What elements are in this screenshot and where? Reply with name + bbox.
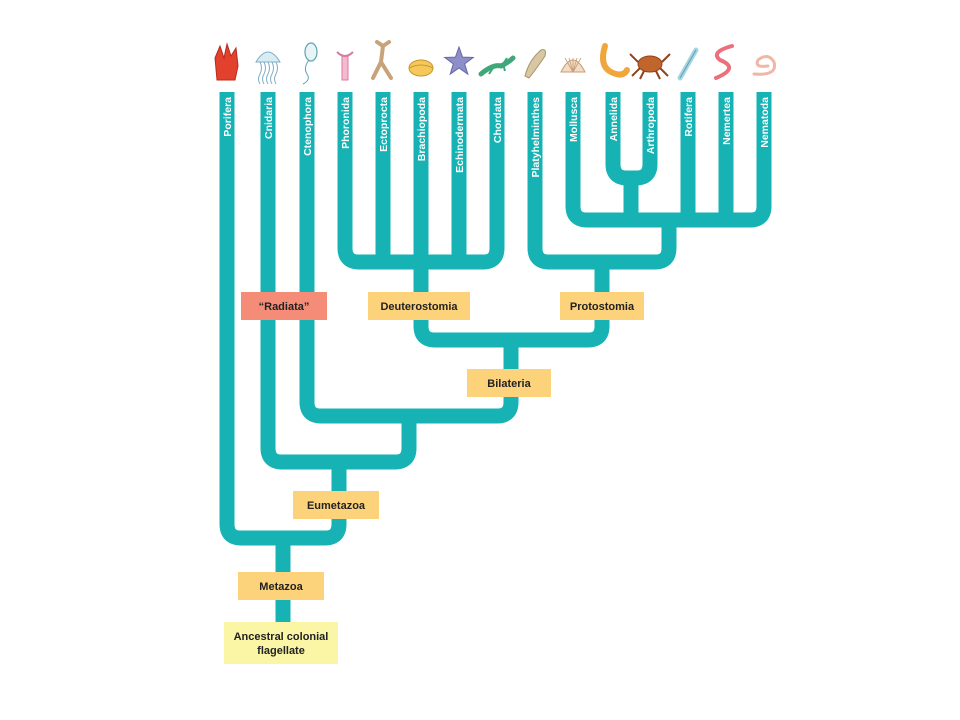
taxon-label-ctenophora: Ctenophora	[302, 97, 314, 156]
lizard-icon	[478, 55, 516, 77]
taxon-label-annelida: Annelida	[608, 97, 620, 141]
taxon-label-brachiopoda: Brachiopoda	[416, 97, 428, 161]
shell-icon	[560, 57, 586, 73]
starfish-icon	[443, 45, 475, 76]
bryozoan-icon	[371, 40, 393, 80]
ancestral-flagellate-box-label-line2: flagellate	[257, 645, 305, 657]
taxon-label-nematoda: Nematoda	[759, 97, 771, 148]
taxon-label-nemertea: Nemertea	[721, 97, 733, 145]
protostomia-box: Protostomia	[560, 292, 644, 320]
crab-icon	[629, 53, 671, 80]
ancestral-flagellate-box-label-line1: Ancestral colonial	[234, 631, 329, 643]
taxon-label-porifera: Porifera	[222, 97, 234, 137]
radiata-box-label: “Radiata”	[259, 301, 310, 313]
taxon-label-mollusca: Mollusca	[568, 97, 580, 142]
comb-jelly-icon	[302, 42, 318, 85]
ancestral-flagellate-box-bg	[224, 622, 338, 664]
flatworm-icon	[524, 49, 546, 79]
taxon-label-arthropoda: Arthropoda	[645, 97, 657, 154]
deuterostomia-box-label: Deuterostomia	[380, 301, 458, 313]
brachiopod-icon	[408, 59, 434, 77]
eumetazoa-box-label: Eumetazoa	[307, 500, 366, 512]
bilateria-box: Bilateria	[467, 369, 551, 397]
eumetazoa-box-bg	[293, 491, 379, 519]
roundworm-icon	[752, 55, 777, 76]
metazoa-box-label: Metazoa	[259, 581, 303, 593]
taxon-label-phoronida: Phoronida	[340, 97, 352, 149]
radiata-box-bg	[241, 292, 327, 320]
jellyfish-icon	[255, 51, 281, 85]
taxon-label-cnidaria: Cnidaria	[263, 97, 275, 139]
protostomia-box-label: Protostomia	[570, 301, 635, 313]
eumetazoa-box: Eumetazoa	[293, 491, 379, 519]
ancestral-flagellate-box: Ancestral colonial flagellate	[224, 622, 338, 664]
taxon-label-rotifera: Rotifera	[683, 97, 695, 137]
bilateria-box-label: Bilateria	[487, 378, 531, 390]
protostomia-box-bg	[560, 292, 644, 320]
organism-icons	[214, 40, 777, 85]
clade-boxes: “Radiata” Deuterostomia ProtostomiaBilater…	[224, 292, 644, 664]
metazoa-box-bg	[238, 572, 324, 600]
branch-proto-inner	[565, 92, 772, 228]
ribbon-worm-icon	[714, 44, 734, 80]
taxon-labels: Porifera Cnidaria Ctenophora Phoronida Ectop…	[222, 97, 771, 178]
taxon-label-platyhelminthes: Platyhelminthes	[530, 97, 542, 178]
bilateria-box-bg	[467, 369, 551, 397]
taxon-label-echinodermata: Echinodermata	[454, 97, 466, 173]
radiata-box: “Radiata”	[241, 292, 327, 320]
metazoa-box: Metazoa	[238, 572, 324, 600]
deuterostomia-box-bg	[368, 292, 470, 320]
tree-branches	[219, 92, 772, 628]
taxon-label-ectoprocta: Ectoprocta	[378, 97, 390, 152]
taxon-label-chordata: Chordata	[492, 97, 504, 143]
sponge-icon	[214, 42, 239, 81]
deuterostomia-box: Deuterostomia	[368, 292, 470, 320]
segmented-worm-icon	[600, 43, 630, 78]
rotifer-icon	[677, 47, 699, 81]
phoronid-icon	[336, 51, 354, 81]
